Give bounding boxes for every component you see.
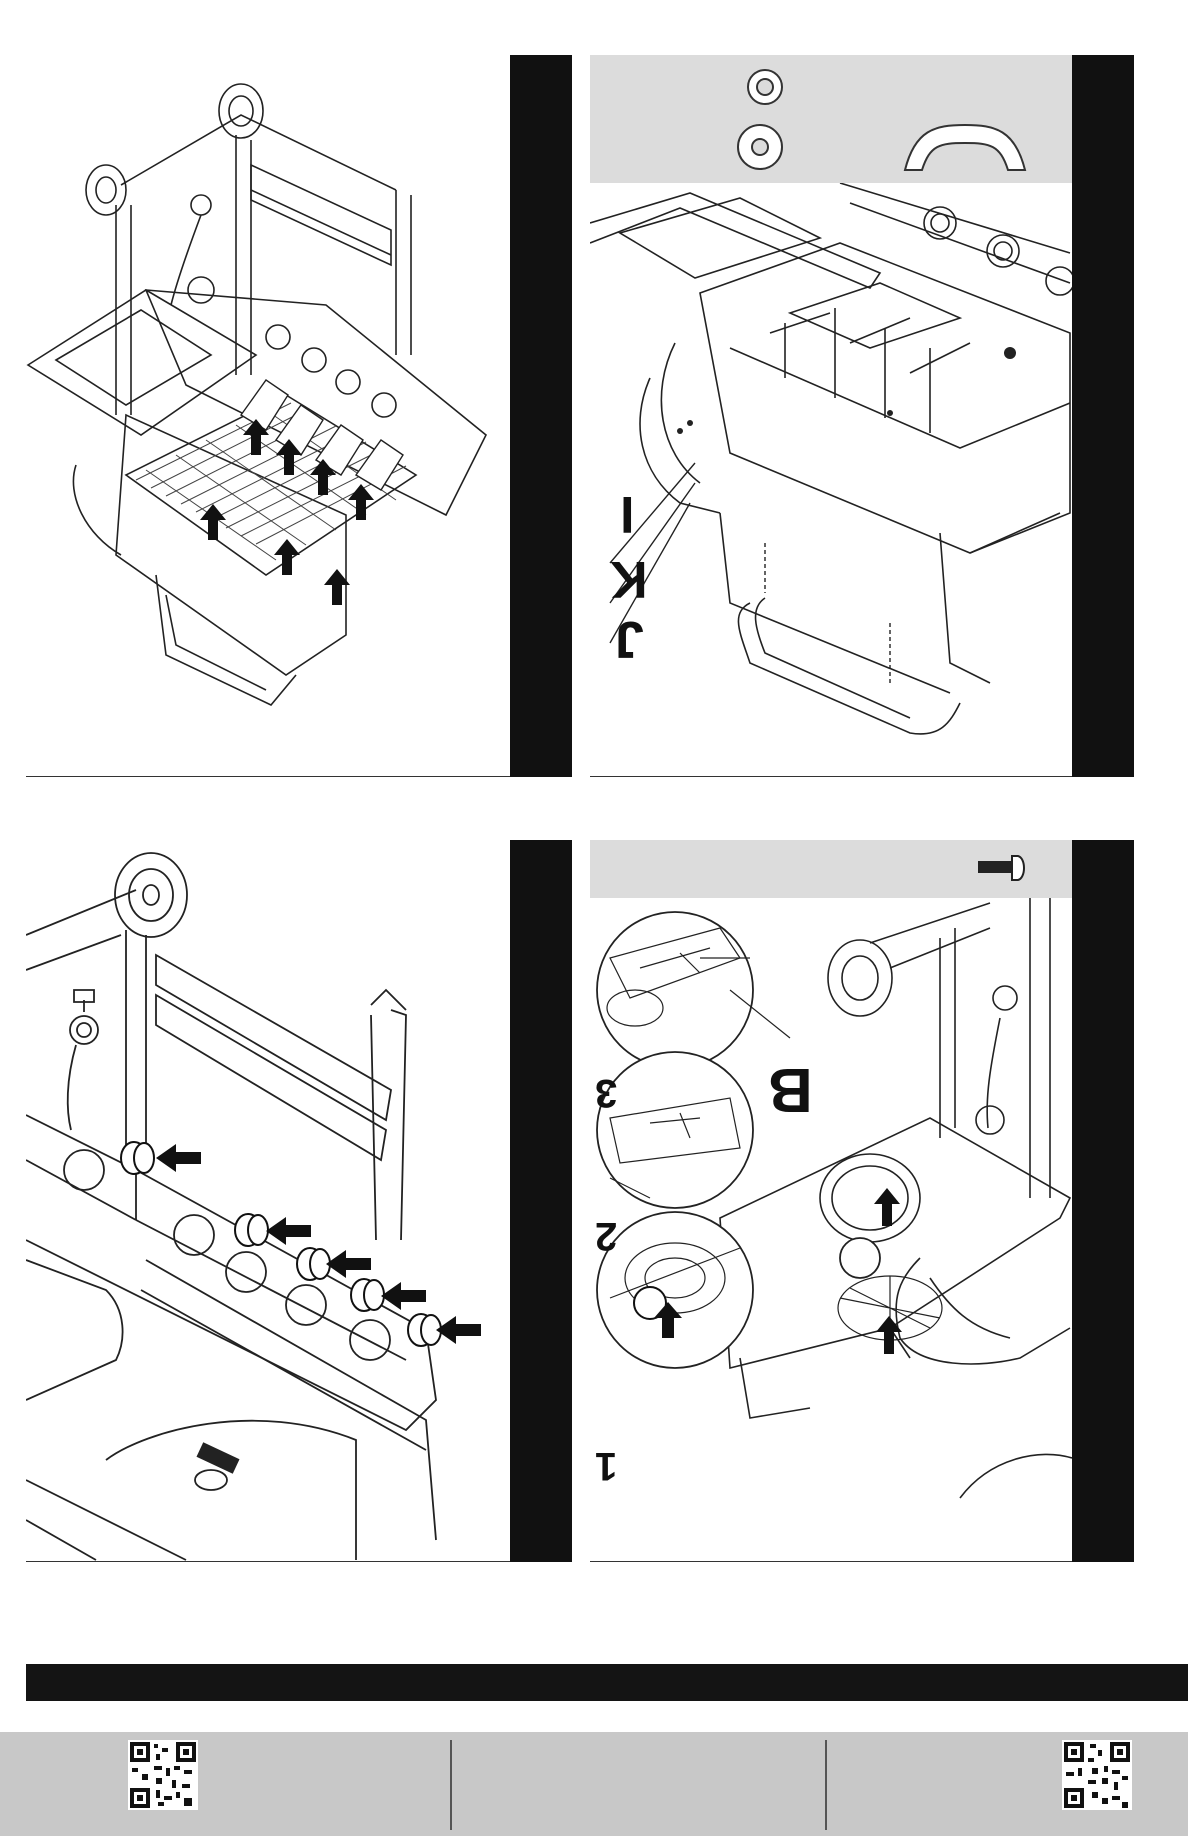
handle-spacer-icon	[905, 125, 1025, 170]
callout-circle-1	[597, 1212, 753, 1368]
panel-1-sidebar	[510, 55, 572, 777]
panel-3-rule	[26, 1561, 510, 1562]
callout-circle-3	[597, 912, 753, 1068]
panel-1-rule	[26, 776, 510, 777]
panel-3-sidebar	[510, 840, 572, 1562]
callout-letter-b: B	[768, 1058, 813, 1120]
left-qr-code-icon[interactable]	[128, 1740, 198, 1810]
panel-2-sidebar	[1072, 55, 1134, 777]
panel-4-parts-band	[590, 840, 1072, 898]
burner-up-arrow-icons	[874, 1188, 902, 1354]
step-number-2: 2	[595, 1216, 617, 1256]
footer-divider	[825, 1740, 827, 1830]
right-qr-code-icon[interactable]	[1062, 1740, 1132, 1810]
step-number-3: 3	[595, 1073, 617, 1113]
grill-grates-illustration	[26, 55, 510, 777]
step-number-1: 1	[595, 1446, 617, 1486]
panel-handle: I K J	[590, 183, 1072, 777]
part-label-j: J	[615, 613, 644, 665]
bolt-icon	[590, 840, 1072, 898]
panel-2-parts-band	[590, 55, 1072, 183]
panel-4-sidebar	[1072, 840, 1134, 1562]
handle-illustration	[590, 183, 1072, 777]
panel-grates	[26, 55, 510, 777]
part-label-k: K	[610, 553, 648, 605]
part-label-i: I	[620, 488, 634, 540]
parts-icons	[590, 55, 1072, 183]
panel-4-rule	[590, 1561, 1072, 1562]
panel-2-rule	[590, 776, 1072, 777]
footer-divider	[450, 1740, 452, 1830]
control-knobs-illustration	[26, 840, 510, 1562]
panel-knobs	[26, 840, 510, 1562]
side-burner-illustration	[590, 898, 1072, 1562]
panel-side-burner: B 3 2 1	[590, 898, 1072, 1562]
bottom-black-bar	[26, 1664, 1188, 1701]
callout-circle-2	[597, 1052, 753, 1208]
